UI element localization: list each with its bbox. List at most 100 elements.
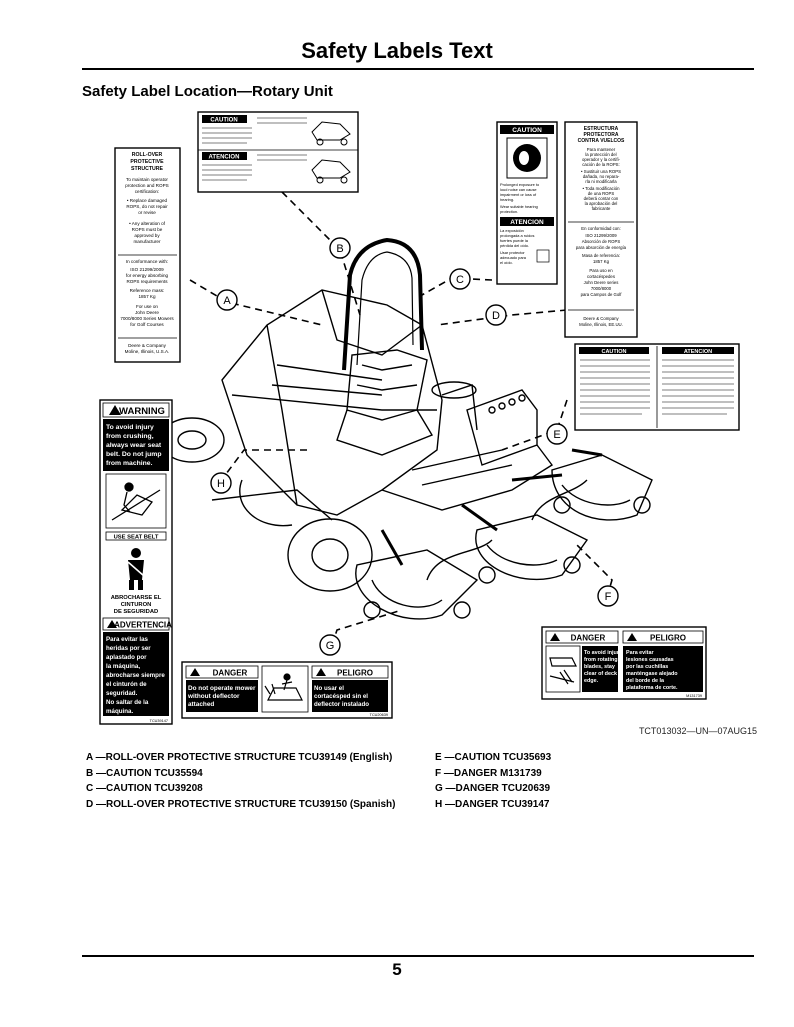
- callout-a: A: [216, 289, 238, 311]
- svg-text:manufacturer: manufacturer: [133, 239, 161, 244]
- svg-text:la máquina,: la máquina,: [106, 663, 140, 670]
- svg-text:prolongada a ruidos: prolongada a ruidos: [500, 233, 534, 238]
- svg-text:from rotating: from rotating: [584, 657, 618, 663]
- svg-text:CAUTION: CAUTION: [512, 127, 542, 134]
- svg-text:from machine.: from machine.: [106, 460, 153, 467]
- svg-text:ROPS requirements: ROPS requirements: [126, 279, 168, 284]
- svg-text:ESTRUCTURA: ESTRUCTURA: [584, 126, 619, 132]
- svg-text:Para mantener: Para mantener: [587, 147, 616, 152]
- svg-text:for Golf Courses: for Golf Courses: [130, 322, 164, 327]
- svg-text:PROTECTIVE: PROTECTIVE: [130, 159, 164, 165]
- svg-text:E: E: [553, 429, 560, 441]
- svg-text:1857 Kg: 1857 Kg: [593, 259, 610, 264]
- label-d-rops-spanish: ESTRUCTURA PROTECTORA CONTRA VUELCOS Par…: [564, 121, 638, 338]
- svg-text:H: H: [217, 478, 225, 490]
- svg-text:ATENCION: ATENCION: [510, 219, 544, 226]
- svg-text:protection.: protection.: [500, 209, 518, 214]
- svg-text:certification:: certification:: [135, 189, 160, 194]
- svg-text:WARNING: WARNING: [119, 406, 165, 417]
- svg-text:A: A: [223, 295, 231, 307]
- safety-label-figure: A B C D E F G H ROLL-OVER PROTECTIVE STR…: [99, 111, 740, 725]
- svg-text:el cinturón de: el cinturón de: [106, 681, 147, 688]
- svg-text:Prolonged exposure to: Prolonged exposure to: [500, 182, 539, 187]
- svg-text:for energy absorbing: for energy absorbing: [126, 273, 169, 278]
- svg-text:DANGER: DANGER: [571, 634, 606, 643]
- svg-text:Para evitar: Para evitar: [626, 650, 654, 656]
- section-heading: Safety Label Location—Rotary Unit: [82, 83, 333, 100]
- svg-text:pérdida del oído.: pérdida del oído.: [500, 243, 529, 248]
- svg-text:de una ROPS: de una ROPS: [588, 191, 615, 196]
- svg-text:cortacéspedes: cortacéspedes: [587, 274, 615, 279]
- svg-text:John Deere series: John Deere series: [584, 280, 619, 285]
- svg-text:USE SEAT BELT: USE SEAT BELT: [114, 535, 159, 541]
- legend-item: E —CAUTION TCU35693: [435, 752, 552, 763]
- svg-text:fabricante: fabricante: [592, 206, 611, 211]
- svg-text:ROPS, do not repair: ROPS, do not repair: [126, 204, 168, 209]
- svg-text:or revise: or revise: [138, 210, 156, 215]
- svg-text:• Replace damaged: • Replace damaged: [127, 198, 168, 203]
- svg-text:In conformance with:: In conformance with:: [126, 259, 168, 264]
- svg-text:For use on: For use on: [136, 304, 158, 309]
- legend-item: B —CAUTION TCU35594: [86, 767, 203, 779]
- svg-text:7000/8000: 7000/8000: [591, 286, 612, 291]
- svg-text:rla ni modificarla: rla ni modificarla: [585, 179, 617, 184]
- svg-text:F: F: [605, 591, 612, 603]
- svg-text:ADVERTENCIA: ADVERTENCIA: [114, 621, 172, 630]
- svg-text:cación de la ROPS:: cación de la ROPS:: [582, 162, 620, 167]
- callout-f: F: [597, 585, 619, 607]
- page-number: 5: [392, 960, 402, 979]
- svg-text:Masa de referencia:: Masa de referencia:: [582, 253, 620, 258]
- svg-text:DANGER: DANGER: [213, 669, 248, 678]
- svg-text:plataforma de corte.: plataforma de corte.: [626, 685, 678, 691]
- svg-text:belt. Do not jump: belt. Do not jump: [106, 451, 162, 458]
- svg-text:from crushing,: from crushing,: [106, 433, 154, 440]
- svg-text:edge.: edge.: [584, 678, 599, 684]
- svg-text:hearing.: hearing.: [500, 197, 514, 202]
- svg-text:Absorción de ROPS: Absorción de ROPS: [582, 239, 621, 244]
- legend-left: A —ROLL-OVER PROTECTIVE STRUCTURE TCU391…: [86, 750, 395, 812]
- svg-text:STRUCTURE: STRUCTURE: [131, 166, 164, 172]
- svg-text:fuertes puede la: fuertes puede la: [500, 238, 529, 243]
- callout-h: H: [210, 472, 232, 494]
- svg-text:Reference mass:: Reference mass:: [130, 288, 165, 293]
- svg-text:• Sustituir una ROPS: • Sustituir una ROPS: [581, 169, 621, 174]
- label-h-warning-seatbelt: WARNING To avoid injury from crushing, a…: [99, 399, 173, 725]
- svg-text:heridas por ser: heridas por ser: [106, 645, 151, 652]
- svg-text:Deere & Company: Deere & Company: [583, 316, 619, 321]
- svg-text:D: D: [492, 310, 500, 322]
- svg-text:lesiones causadas: lesiones causadas: [626, 657, 674, 663]
- svg-text:CAUTION: CAUTION: [601, 349, 626, 355]
- svg-text:protection and ROPS: protection and ROPS: [125, 183, 168, 188]
- svg-text:Moline, Illinois, U.S.A.: Moline, Illinois, U.S.A.: [125, 349, 170, 354]
- legend-item: F —DANGER M131739: [435, 767, 542, 779]
- svg-text:Wear suitable hearing: Wear suitable hearing: [500, 204, 538, 209]
- svg-text:No usar el: No usar el: [314, 685, 344, 692]
- svg-text:operador y la certifi-: operador y la certifi-: [582, 157, 621, 162]
- label-b-caution: CAUTION ATENCION: [197, 111, 359, 193]
- legend-item: A —ROLL-OVER PROTECTIVE STRUCTURE TCU391…: [86, 752, 393, 763]
- svg-text:máquina.: máquina.: [106, 708, 133, 715]
- svg-text:To avoid injury: To avoid injury: [106, 424, 154, 431]
- svg-text:ABROCHARSE EL: ABROCHARSE EL: [111, 595, 162, 601]
- svg-text:deflector instalado: deflector instalado: [314, 701, 369, 708]
- svg-text:impairment or loss of: impairment or loss of: [500, 192, 537, 197]
- svg-text:without deflector: without deflector: [187, 693, 240, 700]
- svg-text:la aprobación del: la aprobación del: [585, 201, 618, 206]
- legend-item: C —CAUTION TCU39208: [86, 783, 203, 794]
- legend-item: G —DANGER TCU20639: [435, 783, 551, 794]
- svg-text:To maintain operator: To maintain operator: [126, 177, 168, 182]
- svg-text:CONTRA VUELCOS: CONTRA VUELCOS: [578, 138, 625, 144]
- svg-text:Deere & Company: Deere & Company: [128, 343, 166, 348]
- svg-text:G: G: [326, 640, 335, 652]
- svg-text:la protección del: la protección del: [585, 152, 616, 157]
- svg-text:el oído.: el oído.: [500, 260, 513, 265]
- svg-text:1857 Kg: 1857 Kg: [138, 294, 156, 299]
- svg-text:7000/8000 Series Mowers: 7000/8000 Series Mowers: [120, 316, 174, 321]
- callout-e: E: [546, 423, 568, 445]
- legend-item: D —ROLL-OVER PROTECTIVE STRUCTURE TCU391…: [86, 798, 396, 810]
- svg-text:To avoid injury: To avoid injury: [584, 650, 622, 656]
- legend-right: E —CAUTION TCU35693 F —DANGER M131739 G …: [435, 750, 551, 812]
- label-c-caution-hearing: CAUTION Prolonged exposure to loud noise…: [496, 121, 558, 285]
- svg-text:C: C: [456, 274, 464, 286]
- figure-id: TCT013032—UN—07AUG15: [638, 726, 757, 736]
